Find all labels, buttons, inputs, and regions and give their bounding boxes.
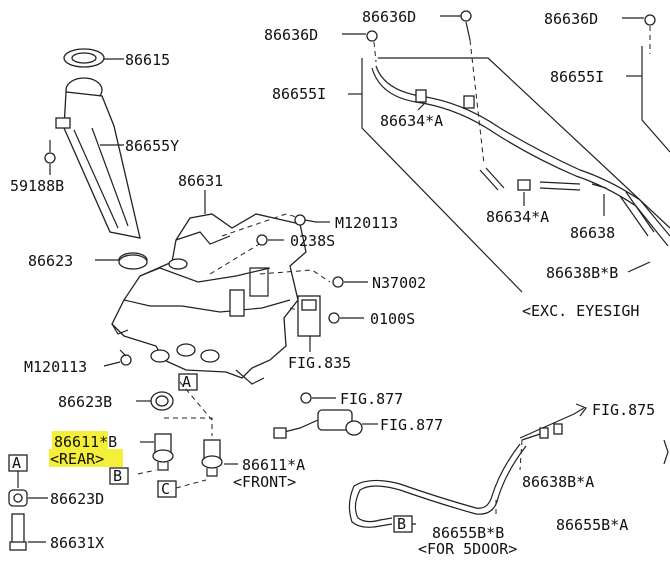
pump-86611B [152, 433, 174, 471]
grommet-86623D [8, 489, 28, 507]
label-86636D-b: 86636D [264, 26, 318, 44]
label-N37002: N37002 [372, 274, 426, 292]
callout-B-bottom [393, 515, 413, 533]
leader-86638BB [627, 261, 651, 273]
leader-86634A-a [417, 103, 425, 111]
dash-nozzle-b [373, 41, 377, 63]
washer-pump [273, 392, 363, 439]
washer-tank [111, 213, 307, 385]
label-86636D-c: 86636D [544, 10, 598, 28]
hose-rear [348, 443, 527, 528]
leader-fig875 [519, 407, 585, 439]
label-EXC-EYESIGHT: <EXC. EYESIGH [522, 302, 639, 320]
label-86611B: 86611*B [54, 433, 117, 451]
label-86655I-b: 86655I [550, 68, 604, 86]
label-86655Y: 86655Y [125, 137, 179, 155]
highlight-rear [49, 449, 123, 467]
clip-59188B [44, 140, 56, 175]
label-86634A-b: 86634*A [486, 208, 549, 226]
label-86631X: 86631X [50, 534, 104, 552]
callout-B-left-text: B [113, 467, 122, 485]
label-86631: 86631 [178, 172, 223, 190]
grommet-86623 [118, 252, 148, 270]
filler-cap [63, 48, 105, 68]
label-0238S: 0238S [290, 232, 335, 250]
label-59188B: 59188B [10, 177, 64, 195]
highlight-86611 [52, 431, 108, 450]
callout-C-left [157, 480, 177, 498]
label-FRONT: <FRONT> [233, 473, 296, 491]
dash-B [137, 469, 157, 475]
label-FIG877-a: FIG.877 [340, 390, 403, 408]
bolt-0100s [328, 312, 340, 324]
label-FIG835: FIG.835 [288, 354, 351, 372]
clip-0238s [256, 234, 268, 246]
hose-edge-right [663, 439, 669, 465]
dash-m120113 [221, 213, 301, 237]
label-86623B: 86623B [58, 393, 112, 411]
frame-left [361, 58, 523, 293]
callout-B-bottom-text: B [397, 515, 406, 533]
label-FOR-5DOOR: <FOR 5DOOR> [418, 540, 517, 558]
pump-86611A [201, 439, 223, 477]
label-86638BB: 86638B*B [546, 264, 618, 282]
connector-86638BA [521, 423, 563, 441]
arrow-fig875 [575, 403, 587, 417]
label-86655I-a: 86655I [272, 85, 326, 103]
label-REAR: <REAR> [50, 450, 104, 468]
dash-pumps [164, 417, 213, 436]
label-86636D-a: 86636D [362, 8, 416, 26]
label-0100S: 0100S [370, 310, 415, 328]
callout-A-tank [178, 373, 198, 391]
label-86623D: 86623D [50, 490, 104, 508]
label-86623: 86623 [28, 252, 73, 270]
nozzle-clip-b [366, 30, 378, 42]
label-86638: 86638 [570, 224, 615, 242]
callout-A-tank-text: A [182, 373, 191, 391]
nozzle-clip-a [460, 10, 472, 41]
label-86638BA: 86638B*A [522, 473, 594, 491]
callout-B-left [109, 467, 129, 485]
frame-top [378, 57, 670, 229]
filter-86631X [9, 513, 27, 551]
label-86611A: 86611*A [242, 456, 305, 474]
label-M120113-top: M120113 [335, 214, 398, 232]
label-FIG875: FIG.875 [592, 401, 655, 419]
dash-nozzle-a [469, 39, 485, 165]
label-86655BA: 86655B*A [556, 516, 628, 534]
filler-neck [55, 77, 141, 239]
dash-C [175, 479, 207, 489]
label-M120113-left: M120113 [24, 358, 87, 376]
bolt-m120113-top [294, 214, 317, 226]
callout-A-left-text: A [12, 454, 21, 472]
nozzle-clip-c [644, 14, 656, 26]
grommet-86623B [150, 391, 174, 411]
level-sensor [297, 295, 321, 337]
bolt-m120113-left [119, 349, 132, 366]
label-FIG877-b: FIG.877 [380, 416, 443, 434]
label-86634A-a: 86634*A [380, 112, 443, 130]
label-86655BB: 86655B*B [432, 524, 504, 542]
frame-right [641, 46, 670, 153]
label-86615: 86615 [125, 51, 170, 69]
dash-0238s [209, 239, 267, 275]
dash-n37002 [259, 269, 331, 283]
hose-upper [371, 65, 670, 247]
callout-C-left-text: C [161, 480, 170, 498]
nut-n37002 [332, 276, 344, 288]
leader-m120113-left [103, 361, 121, 367]
